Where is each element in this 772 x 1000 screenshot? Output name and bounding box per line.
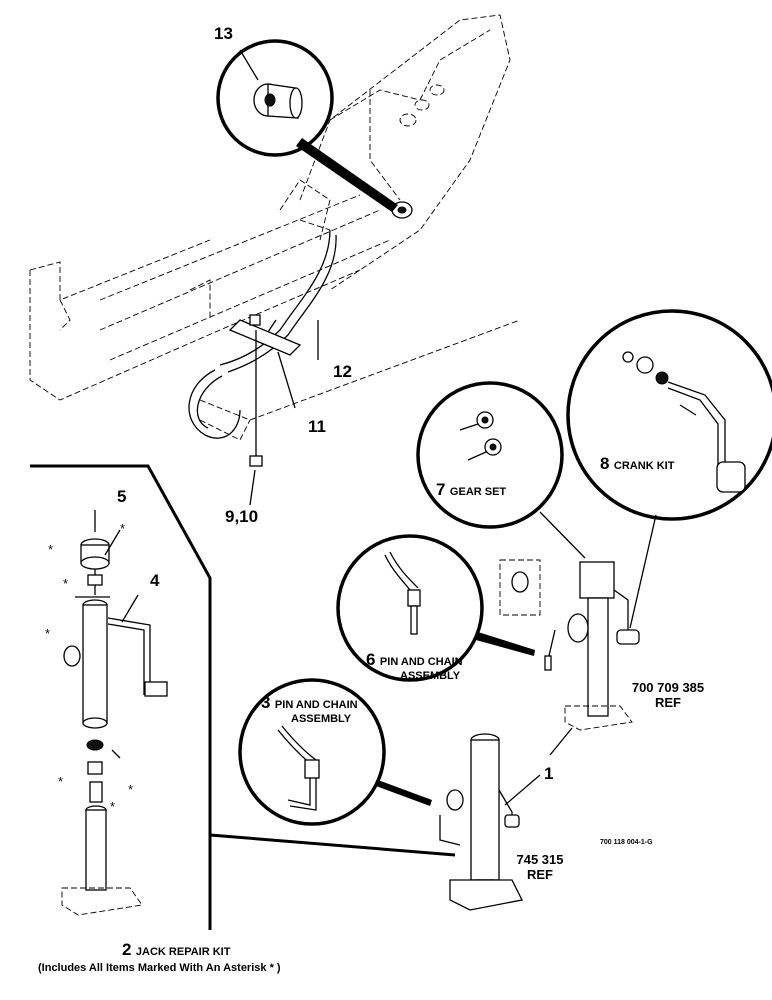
repair-kit-note: (Includes All Items Marked With An Aster…	[38, 962, 281, 975]
inset-pin-chain-3	[238, 678, 432, 826]
drawing-number: 700 118 004-1-G	[600, 839, 653, 846]
repair-kit-border	[30, 464, 212, 930]
callout-9-10: 9,10	[225, 507, 259, 526]
pin-chain-3-label: 3 PIN AND CHAIN ASSEMBLY	[261, 693, 358, 725]
asterisk-marker: *	[110, 799, 116, 814]
repair-kit-text: JACK REPAIR KIT	[135, 946, 231, 958]
jack-upper	[499, 559, 640, 731]
repair-kit-number: 2	[122, 940, 132, 959]
callout-12: 12	[333, 362, 352, 381]
jack-upper-ref-text: REF	[655, 695, 681, 710]
jack-lower-ref: 745 315 REF	[505, 852, 575, 882]
callout-4: 4	[150, 571, 160, 590]
jack-upper-ref: 700 709 385 REF	[618, 680, 718, 710]
gear-set-number: 7	[436, 480, 446, 499]
jack-lower	[439, 733, 523, 911]
inset-bushing-13	[216, 39, 398, 212]
pin-chain-6-line2: ASSEMBLY	[400, 670, 461, 682]
pin-chain-3-line2: ASSEMBLY	[291, 713, 352, 725]
repair-kit-note-asterisk: *	[269, 962, 274, 974]
pin-chain-6-number: 6	[366, 650, 376, 669]
crank-kit-text: CRANK KIT	[613, 460, 675, 472]
asterisk-marker: *	[58, 774, 64, 789]
asterisk-marker: *	[45, 626, 51, 641]
callout-5: 5	[117, 487, 127, 506]
jack-lower-ref-number: 745 315	[516, 852, 564, 867]
pin-chain-6-label: 6 PIN AND CHAIN ASSEMBLY	[366, 650, 463, 682]
inset-crank-kit	[566, 309, 772, 629]
pin-chain-6-line1: PIN AND CHAIN	[379, 656, 463, 668]
asterisk-marker: *	[128, 782, 134, 797]
inset-gear-set	[416, 381, 586, 559]
crank-kit-label: 8 CRANK KIT	[600, 454, 674, 474]
pin-chain-3-line1: PIN AND CHAIN	[274, 699, 358, 711]
callout-13: 13	[214, 24, 233, 43]
tongue-frame	[29, 14, 521, 441]
repair-kit-note-text: (Includes All Items Marked With An Aster…	[38, 962, 267, 974]
gear-set-label: 7 GEAR SET	[436, 480, 506, 500]
safety-chain	[188, 201, 413, 467]
inset-pin-chain-6	[336, 534, 535, 682]
gear-set-text: GEAR SET	[449, 486, 507, 498]
callout-1: 1	[544, 764, 554, 783]
jack-upper-ref-number: 700 709 385	[631, 680, 705, 695]
exploded-jack	[61, 510, 168, 916]
crank-kit-number: 8	[600, 454, 610, 473]
callout-11: 11	[308, 417, 326, 436]
asterisk-marker: *	[48, 542, 54, 557]
jack-lower-ref-text: REF	[527, 867, 553, 882]
asterisk-marker: *	[63, 576, 69, 591]
repair-kit-note-close: )	[276, 962, 281, 974]
asterisk-marker: *	[120, 521, 126, 536]
repair-kit-title: 2 JACK REPAIR KIT	[122, 940, 230, 960]
pin-chain-3-number: 3	[261, 693, 271, 712]
